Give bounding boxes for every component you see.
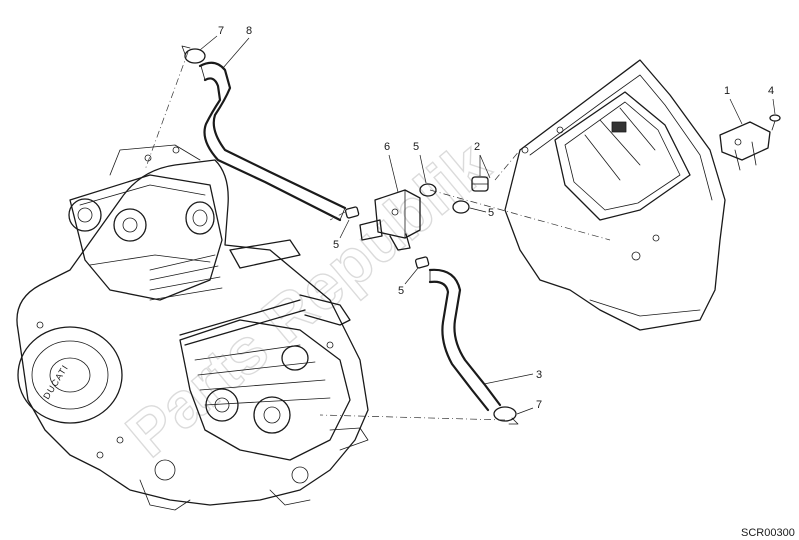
svg-text:4: 4	[768, 85, 774, 97]
callout-5-upper: 5	[413, 141, 427, 184]
svg-text:5: 5	[398, 285, 404, 297]
svg-text:3: 3	[536, 369, 542, 381]
callout-5-right: 5	[469, 207, 494, 219]
hose-clamp-bottom	[493, 406, 519, 425]
callout-7-top: 7	[199, 25, 224, 51]
breather-hose-upper	[198, 61, 347, 222]
breather-connector	[359, 189, 421, 251]
callout-7-bottom: 7	[516, 399, 542, 415]
svg-text:2: 2	[474, 141, 480, 153]
svg-text:1: 1	[724, 85, 730, 97]
callout-8: 8	[222, 25, 252, 69]
drawing-code: SCR00300	[741, 527, 795, 539]
assembly-center-lines	[144, 51, 611, 421]
airbox	[504, 59, 726, 331]
callout-3: 3	[483, 369, 542, 385]
callout-2: 2	[474, 141, 491, 179]
callout-4: 4	[768, 85, 776, 115]
svg-text:7: 7	[536, 399, 542, 411]
screw	[769, 114, 781, 131]
svg-text:6: 6	[384, 141, 390, 153]
grommet	[471, 176, 489, 192]
svg-text:5: 5	[333, 239, 339, 251]
clip-5-right	[452, 200, 470, 214]
engine-label: DUCATI	[41, 363, 70, 401]
clip-5-left	[344, 206, 360, 219]
hose-clamp-top	[181, 45, 206, 64]
callout-1: 1	[724, 85, 743, 125]
svg-text:8: 8	[246, 25, 252, 37]
clip-5-upper	[419, 183, 437, 197]
svg-text:5: 5	[488, 207, 494, 219]
clip-5-lower	[414, 256, 430, 269]
mounting-bracket	[719, 121, 771, 171]
callout-5-lower: 5	[398, 267, 419, 297]
callout-5-left: 5	[333, 219, 350, 251]
breather-hose-lower	[428, 268, 502, 412]
svg-text:5: 5	[413, 141, 419, 153]
callout-6: 6	[384, 141, 399, 193]
svg-text:7: 7	[218, 25, 224, 37]
